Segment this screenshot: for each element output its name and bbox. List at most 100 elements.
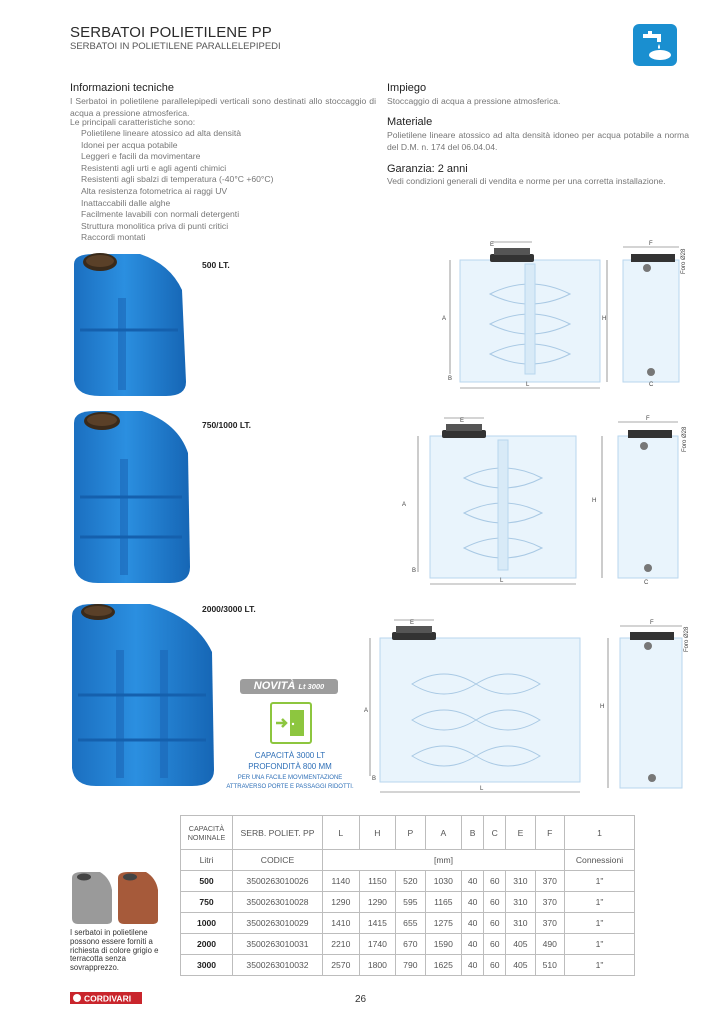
page-number: 26 (355, 994, 367, 1005)
table-cell: 1000 (180, 912, 233, 934)
tank-500-photo (70, 250, 190, 400)
table-cell: 790 (395, 954, 426, 976)
tank-label-750: 750/1000 LT. (202, 420, 251, 430)
dim-f-label: F (650, 620, 654, 626)
table-cell: 1625 (424, 954, 463, 976)
novita-sub: Lt 3000 (298, 682, 325, 691)
dim-l-label: L (526, 382, 530, 388)
tank-label-500: 500 LT. (202, 260, 230, 270)
table-cell: 40 (461, 891, 485, 913)
features-list: Polietilene lineare atossico ad alta den… (81, 128, 381, 244)
table-cell: 1740 (358, 933, 397, 955)
dim-h-label: H (602, 316, 606, 322)
dim-b-label: B (448, 376, 452, 382)
dim-e-label: E (490, 242, 494, 248)
col-header: P (395, 815, 426, 850)
table-cell: 1" (564, 870, 635, 892)
table-cell: 1" (564, 891, 635, 913)
materiale-text: Polietilene lineare atossico ad alta den… (387, 130, 689, 152)
garanzia-heading: Garanzia: 2 anni (387, 163, 468, 175)
table-cell: 1150 (358, 870, 397, 892)
table-cell: 40 (461, 954, 485, 976)
table-cell: 1415 (358, 912, 397, 934)
door-icon (270, 702, 312, 744)
dim-a-label: A (442, 316, 446, 322)
table-cell: 370 (534, 870, 566, 892)
col-header: L (322, 815, 360, 850)
foro-label: Foro Ø28 (684, 626, 690, 652)
col-header: CAPACITÀ NOMINALE (180, 815, 233, 850)
dim-h-label: H (600, 704, 604, 710)
table-cell: 1165 (424, 891, 463, 913)
col-header: H (358, 815, 397, 850)
list-item: Resistenti agli sbalzi di temperatura (-… (81, 174, 274, 185)
table-cell: 310 (505, 870, 536, 892)
table-cell: 1" (564, 954, 635, 976)
list-item: Idonei per acqua potabile (81, 139, 178, 150)
table-cell: 3500263010026 (232, 870, 323, 892)
table-cell: 1" (564, 933, 635, 955)
profondita-text: PROFONDITÀ 800 MM (248, 762, 332, 771)
tank-500-front-drawing: A B L E (438, 234, 603, 394)
table-cell: 750 (180, 891, 233, 913)
novita-note-1: PER UNA FACILE MOVIMENTAZIONE (237, 775, 343, 781)
list-item: Struttura monolitica priva di punti crit… (81, 220, 229, 231)
col-subheader: [mm] (322, 849, 565, 871)
table-cell: 40 (461, 912, 485, 934)
garanzia-text: Vedi condizioni generali di vendita e no… (387, 176, 666, 186)
table-cell: 1410 (322, 912, 360, 934)
tank-label-2000: 2000/3000 LT. (202, 604, 256, 614)
dim-h-label: H (592, 498, 596, 504)
table-cell: 1030 (424, 870, 463, 892)
page-title: SERBATOI POLIETILENE PP (70, 24, 272, 41)
tank-750-photo (70, 407, 195, 587)
table-cell: 3500263010029 (232, 912, 323, 934)
col-subheader: CODICE (232, 849, 323, 871)
water-tap-icon (633, 24, 677, 66)
color-variants-photo (70, 870, 160, 926)
spec-table: CAPACITÀ NOMINALE SERB. POLIET. PP L H P… (180, 815, 635, 976)
table-cell: 2570 (322, 954, 360, 976)
table-cell: 3500263010031 (232, 933, 323, 955)
table-cell: 595 (395, 891, 426, 913)
info-intro: I Serbatoi in polietilene parallelepiped… (70, 96, 376, 118)
list-item: Inattaccabili dalle alghe (81, 197, 171, 208)
col-header: B (461, 815, 485, 850)
dim-a-label: A (364, 708, 368, 714)
page-subtitle: SERBATOI IN POLIETILENE PARALLELEPIPEDI (70, 41, 281, 52)
table-cell: 370 (534, 891, 566, 913)
table-cell: 1800 (358, 954, 397, 976)
table-cell: 3500263010032 (232, 954, 323, 976)
col-header: F (534, 815, 566, 850)
table-cell: 60 (483, 912, 507, 934)
list-item: Alta resistenza fotometrica ai raggi UV (81, 185, 228, 196)
tank-2000-photo (68, 600, 216, 790)
novita-note-2: ATTRAVERSO PORTE E PASSAGGI RIDOTTI. (226, 784, 354, 790)
col-header: C (483, 815, 507, 850)
info-heading: Informazioni tecniche (70, 82, 174, 94)
tank-750-front-drawing: A B L E (398, 408, 580, 588)
table-cell: 3000 (180, 954, 233, 976)
table-cell: 1590 (424, 933, 463, 955)
logo-text: CORDIVARI (84, 994, 131, 1004)
tank-2000-side-drawing: F H Foro Ø28 (596, 612, 692, 798)
impiego-text: Stoccaggio di acqua a pressione atmosfer… (387, 96, 561, 106)
table-cell: 500 (180, 870, 233, 892)
dim-e-label: E (460, 418, 464, 424)
table-cell: 1290 (322, 891, 360, 913)
dim-f-label: F (646, 416, 650, 422)
list-item: Raccordi montati (81, 232, 146, 243)
novita-label: NOVITÀ (253, 680, 296, 692)
list-item: Facilmente lavabili con normali detergen… (81, 209, 240, 220)
table-cell: 60 (483, 891, 507, 913)
col-header: SERB. POLIET. PP (232, 815, 323, 850)
tank-2000-front-drawing: A B L E (362, 612, 582, 798)
table-cell: 520 (395, 870, 426, 892)
dim-l-label: L (500, 578, 504, 584)
col-subheader: Litri (180, 849, 233, 871)
table-cell: 490 (534, 933, 566, 955)
